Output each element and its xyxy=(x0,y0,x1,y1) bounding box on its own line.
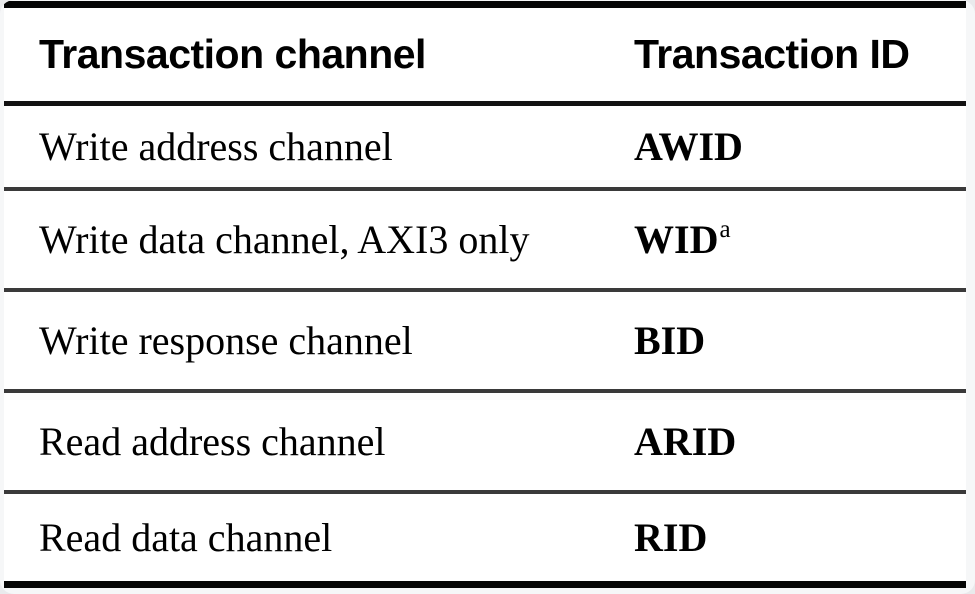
table-row: Write address channel AWID xyxy=(4,106,966,191)
table-row: Write data channel, AXI3 only WIDa xyxy=(4,191,966,292)
transaction-id-table: Transaction channel Transaction ID Write… xyxy=(4,1,966,588)
table-header-row: Transaction channel Transaction ID xyxy=(4,8,966,106)
table-row: Read data channel RID xyxy=(4,494,966,581)
cell-transaction-id: BID xyxy=(634,318,706,363)
cell-transaction-id: AWID xyxy=(634,124,743,169)
footnote-marker: a xyxy=(719,216,731,243)
column-header-transaction-channel: Transaction channel xyxy=(39,31,426,77)
cell-transaction-id: RID xyxy=(634,515,708,560)
cell-channel: Write response channel xyxy=(39,318,413,363)
transaction-id-text: WID xyxy=(634,217,719,262)
cell-channel: Write address channel xyxy=(39,124,393,169)
column-header-transaction-id: Transaction ID xyxy=(634,31,910,77)
cell-transaction-id: WIDa xyxy=(634,216,966,263)
cell-transaction-id: ARID xyxy=(634,419,737,464)
table-row: Write response channel BID xyxy=(4,292,966,393)
table-row: Read address channel ARID xyxy=(4,393,966,494)
cell-channel: Write data channel, AXI3 only xyxy=(39,217,530,262)
cell-channel: Read data channel xyxy=(39,515,333,560)
cell-channel: Read address channel xyxy=(39,419,386,464)
